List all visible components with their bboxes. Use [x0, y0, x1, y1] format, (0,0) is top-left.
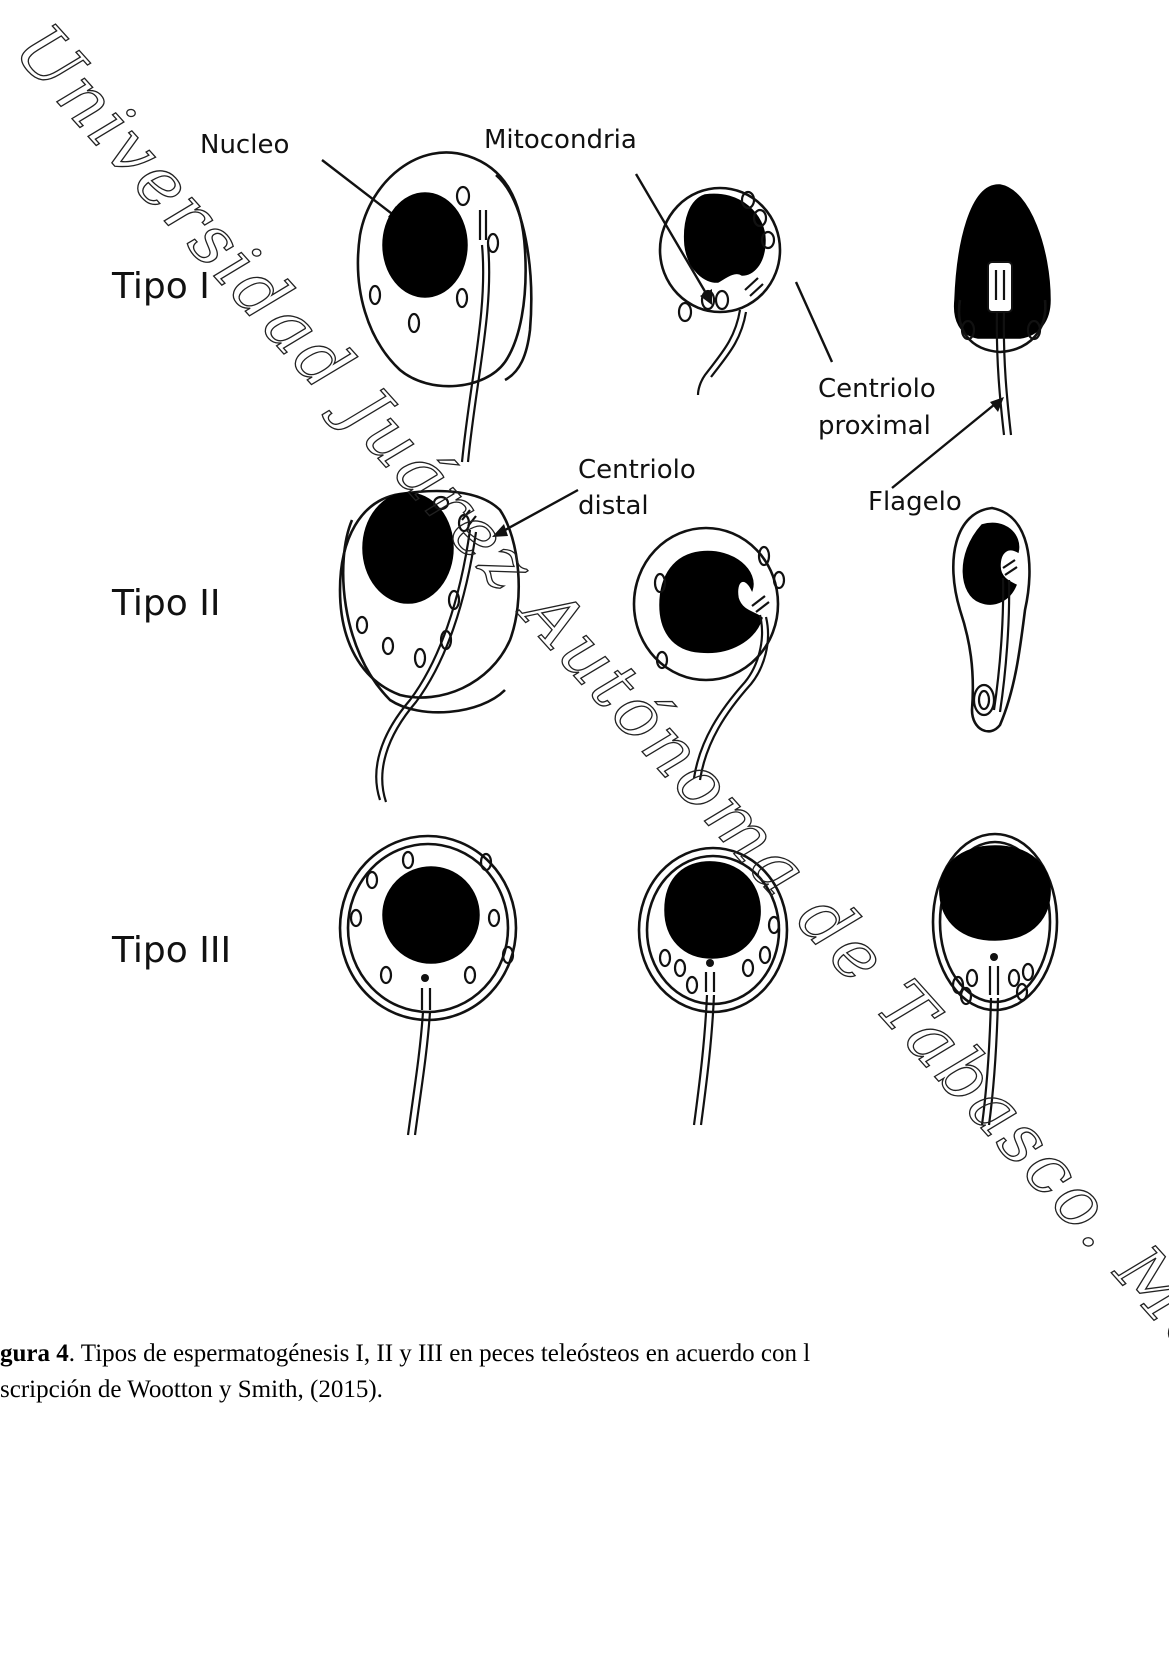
label-centriolo-proximal-2: proximal	[818, 411, 931, 441]
leader-centriolo-proximal	[796, 282, 832, 362]
label-centriolo-distal-1: Centriolo	[578, 455, 696, 485]
label-mitocondria: Mitocondria	[484, 125, 637, 155]
label-flagelo: Flagelo	[868, 487, 962, 517]
tipo-1-cell-2	[660, 188, 780, 395]
tipo-2-cell-3	[953, 508, 1029, 731]
caption-figure-number: gura 4	[0, 1340, 69, 1367]
row-label-tipo-3: Tipo III	[111, 930, 231, 971]
tipo-1-cell-3	[955, 185, 1050, 435]
tipo-3-cell-1	[340, 836, 516, 1135]
leader-nucleo	[322, 160, 400, 220]
label-nucleo: Nucleo	[200, 130, 289, 160]
caption-line-1: . Tipos de espermatogénesis I, II y III …	[69, 1340, 810, 1367]
label-centriolo-proximal-1: Centriolo	[818, 374, 936, 404]
label-centriolo-distal-2: distal	[578, 491, 649, 521]
figure-caption: gura 4. Tipos de espermatogénesis I, II …	[0, 1336, 1169, 1408]
caption-line-2: scripción de Wootton y Smith, (2015).	[0, 1376, 383, 1403]
row-label-tipo-2: Tipo II	[111, 583, 220, 624]
